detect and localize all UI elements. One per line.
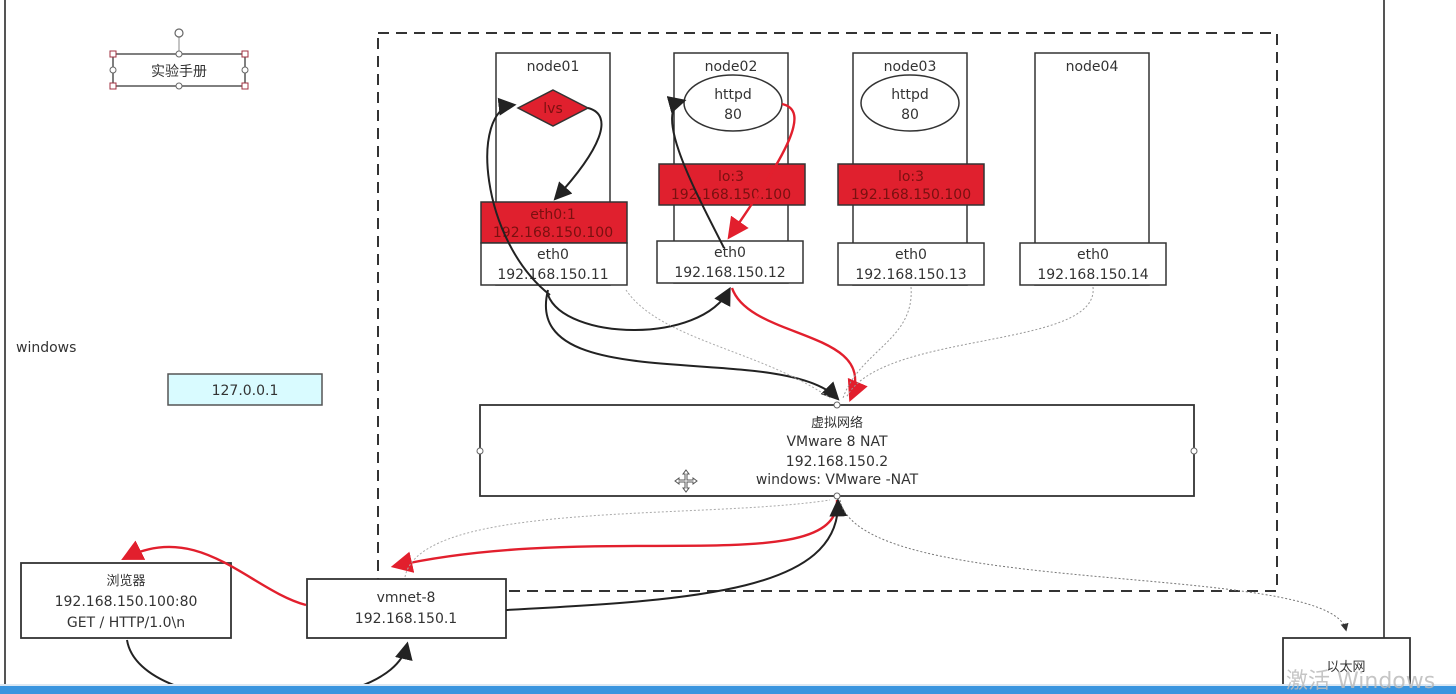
- conn-lvs-to-eth01: [553, 107, 603, 201]
- conn-node02-black-loop: [666, 96, 725, 249]
- node03-eth-ip: 192.168.150.13: [855, 267, 966, 283]
- windows-label: windows: [16, 340, 76, 356]
- node02-iface-box[interactable]: [658, 163, 806, 206]
- browser-line-1: 浏览器: [106, 573, 145, 589]
- node04-eth-box[interactable]: [1019, 242, 1167, 286]
- conn-nat-to-ethernet: [839, 499, 1349, 632]
- ethernet-box[interactable]: 以太网: [1282, 637, 1411, 691]
- lvs-diamond[interactable]: [516, 89, 590, 127]
- nat-line-1: 虚拟网络: [811, 415, 863, 431]
- node02[interactable]: node02 httpd 80 lo:3 192.168.150.100 eth…: [656, 52, 806, 284]
- node02-service-name: httpd: [714, 87, 752, 103]
- vm-region-dashed: [377, 32, 1278, 592]
- node03-iface-box[interactable]: [837, 163, 985, 206]
- node02-title: node02: [705, 59, 758, 75]
- nat-line-3: 192.168.150.2: [786, 454, 888, 470]
- node01-eth-name: eth0: [537, 247, 569, 263]
- taskbar-strip: [0, 686, 1456, 694]
- node02-service-port: 80: [724, 107, 742, 123]
- conn-vmnet-to-nat: [505, 498, 848, 611]
- node04-eth-ip: 192.168.150.14: [1037, 267, 1148, 283]
- node03-service-port: 80: [901, 107, 919, 123]
- vmnet-box[interactable]: vmnet-8 192.168.150.1: [306, 578, 507, 639]
- conn-node01-to-node02: [547, 286, 731, 331]
- node01-iface-name: eth0:1: [530, 207, 576, 223]
- conn-node02-red: [727, 102, 796, 240]
- browser-line-2: 192.168.150.100:80: [55, 594, 198, 610]
- node02-iface-ip: 192.168.150.100: [671, 187, 791, 203]
- conn-node03-to-nat: [842, 286, 912, 399]
- lvs-label: lvs: [543, 101, 562, 117]
- conn-node01-dotted: [625, 289, 831, 399]
- node03-eth-name: eth0: [895, 247, 927, 263]
- nat-line-4: windows: VMware -NAT: [756, 472, 919, 488]
- conn-nat-red-to-vmnet: [390, 499, 839, 573]
- browser-box[interactable]: 浏览器 192.168.150.100:80 GET / HTTP/1.0\n: [20, 562, 232, 639]
- conn-vmnet-dotted: [404, 499, 831, 578]
- node01-title: node01: [527, 59, 580, 75]
- browser-line-3: GET / HTTP/1.0\n: [67, 615, 185, 631]
- node02-eth-name: eth0: [714, 245, 746, 261]
- taskbar-edge: [0, 684, 1456, 686]
- conn-node01-to-nat: [544, 289, 840, 401]
- node02-eth-ip: 192.168.150.12: [674, 265, 785, 281]
- vmnet-line-1: vmnet-8: [377, 590, 436, 606]
- node01[interactable]: node01 lvs eth0:1 192.168.150.100 eth0 1…: [480, 52, 628, 286]
- node01-iface-ip: 192.168.150.100: [493, 225, 613, 241]
- node03-iface-name: lo:3: [898, 169, 924, 185]
- manual-label-text: 实验手册: [151, 64, 207, 80]
- node03-service-name: httpd: [891, 87, 929, 103]
- node03[interactable]: node03 httpd 80 lo:3 192.168.150.100 eth…: [837, 52, 985, 286]
- node03-iface-ip: 192.168.150.100: [851, 187, 971, 203]
- node02-iface-name: lo:3: [718, 169, 744, 185]
- node04[interactable]: node04 eth0 192.168.150.14: [1019, 52, 1167, 286]
- nat-box[interactable]: 虚拟网络 VMware 8 NAT 192.168.150.2 windows:…: [476, 401, 1198, 500]
- move-cursor-icon: [674, 469, 698, 493]
- conn-node04-to-nat: [845, 286, 1094, 399]
- node01-eth-box[interactable]: [480, 242, 628, 286]
- conn-vmnet-red-to-browser: [121, 540, 307, 607]
- node04-title: node04: [1066, 59, 1119, 75]
- vmnet-line-2: 192.168.150.1: [355, 611, 457, 627]
- nat-line-2: VMware 8 NAT: [786, 434, 888, 450]
- node04-eth-name: eth0: [1077, 247, 1109, 263]
- loopback-box[interactable]: 127.0.0.1: [167, 373, 323, 406]
- node03-title: node03: [884, 59, 937, 75]
- ethernet-line-1: 以太网: [1326, 660, 1365, 675]
- manual-label-box[interactable]: 实验手册: [109, 28, 249, 90]
- node01-eth-ip: 192.168.150.11: [497, 267, 608, 283]
- conn-node01-loop: [486, 97, 551, 296]
- node03-httpd-ellipse[interactable]: [860, 74, 960, 132]
- conn-browser-to-vmnet: [126, 639, 413, 694]
- activation-watermark: 激活 Windows: [1286, 669, 1435, 694]
- node02-eth-box[interactable]: [656, 240, 804, 284]
- loopback-text: 127.0.0.1: [212, 383, 279, 399]
- node03-eth-box[interactable]: [837, 242, 985, 286]
- conn-node02-red-to-nat: [730, 287, 868, 402]
